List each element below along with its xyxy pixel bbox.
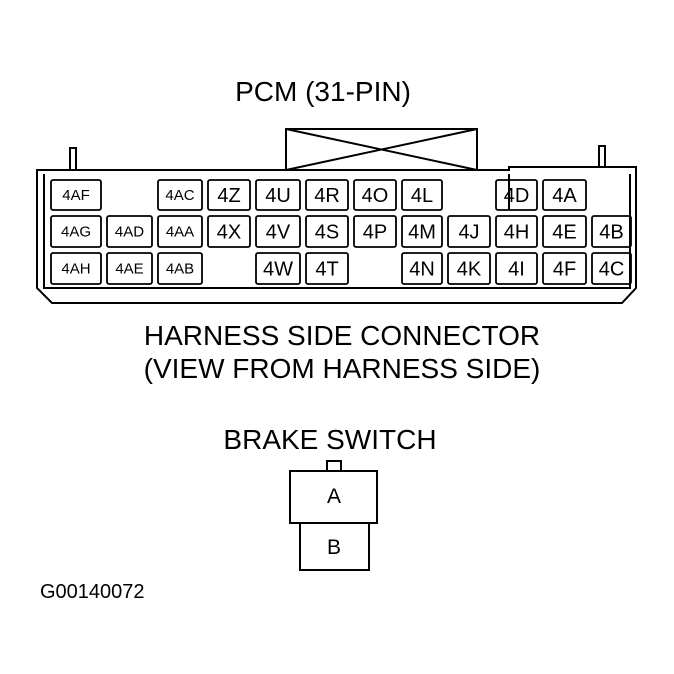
guide-pin-left bbox=[69, 147, 77, 171]
brake-switch-latch bbox=[326, 460, 342, 472]
pin-cell bbox=[157, 215, 203, 248]
pin-label: 4M bbox=[408, 222, 436, 244]
connector-caption-line2: (VIEW FROM HARNESS SIDE) bbox=[144, 353, 541, 384]
guide-pin-right bbox=[598, 145, 606, 168]
pin-label: 4AD bbox=[115, 224, 144, 241]
pin-cell bbox=[353, 179, 397, 211]
pin-cell bbox=[401, 215, 443, 248]
pin-cell bbox=[495, 215, 538, 248]
brake-switch-pin-b: B bbox=[327, 536, 341, 559]
pin-cell bbox=[542, 179, 587, 211]
lock-tab bbox=[285, 128, 478, 171]
pin-cell bbox=[305, 252, 349, 285]
pin-cell bbox=[591, 215, 632, 248]
pin-cell bbox=[255, 252, 301, 285]
pin-label: 4AB bbox=[166, 261, 194, 278]
pin-cell bbox=[401, 252, 443, 285]
pin-label: 4S bbox=[315, 222, 339, 244]
pin-cell bbox=[591, 252, 632, 285]
pin-label: 4O bbox=[362, 185, 389, 207]
pin-cell bbox=[255, 179, 301, 211]
pin-label: 4AF bbox=[62, 187, 90, 204]
brake-switch-connector bbox=[289, 460, 378, 571]
pin-cell bbox=[207, 215, 251, 248]
pin-cell bbox=[157, 179, 203, 211]
pin-cell bbox=[50, 179, 102, 211]
pcm-connector bbox=[36, 128, 637, 304]
pin-label: 4R bbox=[314, 185, 340, 207]
brake-switch-body-lower bbox=[299, 522, 370, 571]
pin-label: 4E bbox=[552, 222, 576, 244]
pin-label: 4AA bbox=[166, 224, 194, 241]
pin-label: 4N bbox=[409, 259, 435, 281]
pin-cell bbox=[106, 252, 153, 285]
pin-label: 4P bbox=[363, 222, 387, 244]
pin-label: 4B bbox=[599, 222, 623, 244]
pin-label: 4V bbox=[266, 222, 291, 244]
connector-pocket bbox=[43, 174, 631, 289]
pin-label: 4AC bbox=[165, 187, 194, 204]
connector-shell bbox=[36, 166, 637, 304]
pin-label: 4T bbox=[315, 259, 338, 281]
pin-cell bbox=[305, 215, 349, 248]
pin-cell bbox=[495, 179, 538, 211]
pin-label: 4AE bbox=[115, 261, 143, 278]
brake-switch-title: BRAKE SWITCH bbox=[223, 424, 436, 455]
pin-label: 4H bbox=[504, 222, 530, 244]
pin-cell bbox=[207, 179, 251, 211]
pcm-title: PCM (31-PIN) bbox=[235, 76, 411, 107]
pin-cell bbox=[255, 215, 301, 248]
pin-cell bbox=[542, 215, 587, 248]
pin-label: 4Z bbox=[217, 185, 240, 207]
pin-label: 4L bbox=[411, 185, 433, 207]
brake-switch-pin-a: A bbox=[327, 485, 341, 508]
pin-label: 4C bbox=[599, 259, 625, 281]
pin-label: 4J bbox=[458, 222, 479, 244]
pin-cell bbox=[305, 179, 349, 211]
pin-cell bbox=[353, 215, 397, 248]
connector-caption-line1: HARNESS SIDE CONNECTOR bbox=[144, 320, 540, 351]
pin-label: 4AH bbox=[61, 261, 90, 278]
pin-cell bbox=[106, 215, 153, 248]
pin-label: 4D bbox=[504, 185, 530, 207]
pin-label: 4K bbox=[457, 259, 482, 281]
pin-label: 4I bbox=[508, 259, 525, 281]
pin-label: 4A bbox=[552, 185, 577, 207]
pin-cell bbox=[542, 252, 587, 285]
pin-grid: 4AF 4AC 4Z 4U 4R 4O 4L 4D 4A 4AG 4AD 4AA 4X 4V 4S 4P 4M 4… bbox=[50, 179, 632, 285]
pin-cell bbox=[157, 252, 203, 285]
pin-label: 4W bbox=[263, 259, 293, 281]
pin-label: 4AG bbox=[61, 224, 91, 241]
pin-cell bbox=[447, 252, 491, 285]
pin-label: 4F bbox=[553, 259, 576, 281]
pin-label: 4U bbox=[265, 185, 291, 207]
pin-label: 4X bbox=[217, 222, 241, 244]
pin-cell bbox=[50, 252, 102, 285]
figure-id: G00140072 bbox=[40, 581, 145, 603]
pin-cell bbox=[495, 252, 538, 285]
pin-cell bbox=[401, 179, 443, 211]
pin-cell bbox=[50, 215, 102, 248]
lock-tab-cross bbox=[285, 128, 478, 171]
pin-cell bbox=[447, 215, 491, 248]
